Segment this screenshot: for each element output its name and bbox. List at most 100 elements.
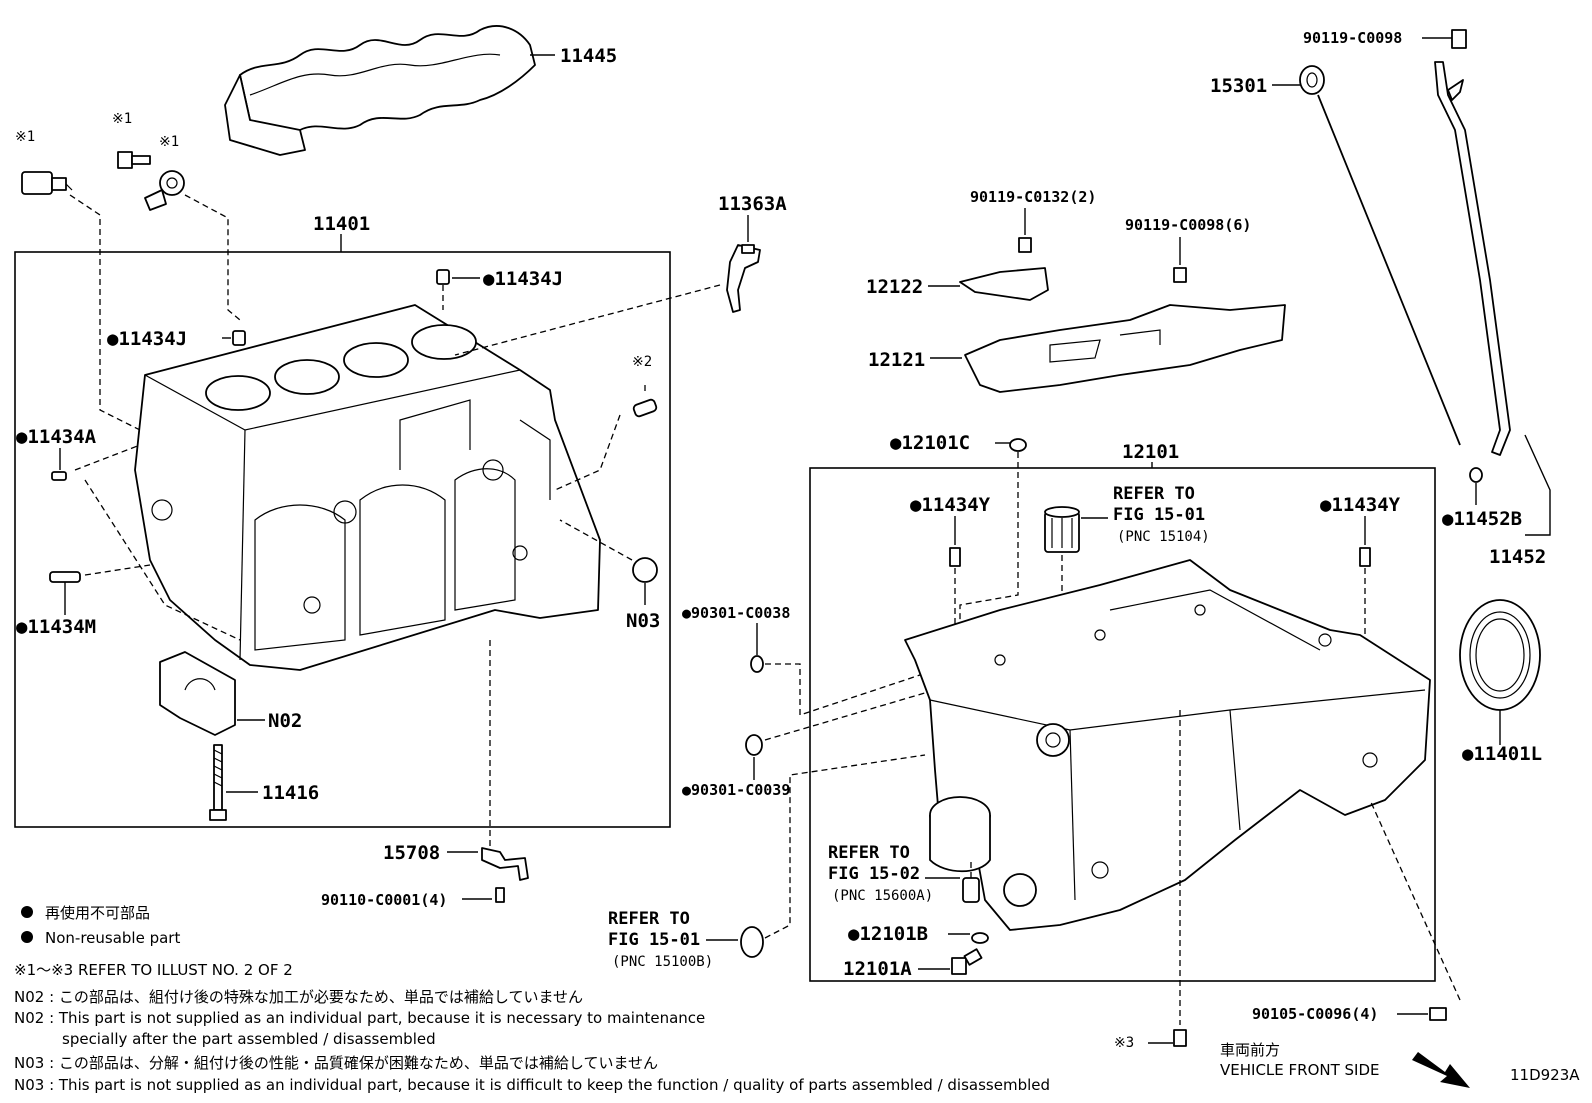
note-n02-en-1: N02 : This part is not supplied as an in… bbox=[14, 1009, 705, 1027]
callout-90119-C0098-top: 90119-C0098 bbox=[1303, 29, 1402, 47]
bolt-star3 bbox=[1173, 1029, 1187, 1047]
o-ring-11452B bbox=[1469, 467, 1483, 483]
legend-jp: 再使用不可部品 bbox=[45, 904, 150, 922]
dash-90301-C0039 bbox=[764, 689, 936, 741]
dash-N03 bbox=[559, 519, 633, 561]
ref-15104-line2: FIG 15-01 bbox=[1113, 505, 1205, 525]
knock-sensor-part bbox=[144, 170, 185, 211]
callout-90110: 90110-C0001(4) bbox=[321, 891, 447, 909]
callout-90119-C0132: 90119-C0132(2) bbox=[970, 188, 1096, 206]
callout-11452: 11452 bbox=[1489, 546, 1546, 568]
note-n02-en-2: specially after the part assembled / dis… bbox=[62, 1030, 436, 1048]
cylinder-block-part bbox=[134, 304, 601, 671]
dash-sensor-left bbox=[69, 194, 161, 441]
dash-12101C bbox=[959, 452, 1019, 640]
callout-11445: 11445 bbox=[560, 45, 617, 67]
oil-pan-12101-part bbox=[904, 559, 1431, 931]
cylinder-block-group-box bbox=[14, 251, 671, 828]
dash-11434M bbox=[84, 564, 151, 576]
bearing-cap-N02-part bbox=[159, 651, 236, 736]
dipstick-15301-part bbox=[1299, 65, 1461, 446]
o-ring-90301-C0039 bbox=[745, 734, 763, 756]
oil-pan-group-box bbox=[809, 467, 1436, 982]
dash-90301-C0038 bbox=[765, 663, 936, 716]
dash-star2 bbox=[554, 414, 621, 491]
bracket-11363A-part bbox=[726, 244, 761, 313]
ref-15100B-line1: REFER TO bbox=[608, 909, 690, 929]
ref-15600A-line2: FIG 15-02 bbox=[828, 864, 920, 884]
note-star3: ※3 bbox=[1114, 1035, 1134, 1051]
diagram-code: 11D923A bbox=[1510, 1066, 1580, 1084]
ref-15100B-line2: FIG 15-01 bbox=[608, 930, 700, 950]
legend-en: Non-reusable part bbox=[45, 929, 180, 947]
pin-11434Y-left bbox=[949, 547, 961, 567]
note-n03-jp: N03 : この部品は、分解・組付け後の性能・品質確保が困難なため、単品では補給… bbox=[14, 1054, 658, 1072]
pin-11434M bbox=[49, 571, 81, 583]
pin-11434Y-right bbox=[1359, 547, 1371, 567]
callout-11452B: ●11452B bbox=[1442, 508, 1522, 530]
o-ring-15100B bbox=[740, 926, 764, 958]
callout-11416: 11416 bbox=[262, 782, 319, 804]
dash-11363A bbox=[454, 284, 721, 356]
callout-12121: 12121 bbox=[868, 349, 925, 371]
callout-11434J-top: ●11434J bbox=[483, 268, 563, 290]
legend-refer: ※1〜※3 REFER TO ILLUST NO. 2 OF 2 bbox=[14, 961, 293, 979]
callout-12101: 12101 bbox=[1122, 441, 1179, 463]
oil-seal-11401L-part bbox=[1459, 599, 1541, 711]
note-star2: ※2 bbox=[632, 354, 652, 370]
bolt-90110-part bbox=[495, 887, 505, 903]
dash-15100B bbox=[764, 754, 926, 939]
note-star1-b: ※1 bbox=[112, 111, 132, 127]
bracket-11452 bbox=[1524, 434, 1551, 536]
callout-90105: 90105-C0096(4) bbox=[1252, 1005, 1378, 1023]
bolt-90119-C0098-6 bbox=[1173, 267, 1187, 283]
front-jp: 車両前方 bbox=[1220, 1041, 1280, 1059]
gasket-12101B bbox=[971, 932, 989, 944]
dipstick-guide-11452-part bbox=[1434, 61, 1511, 456]
callout-90301-C0039: ●90301-C0039 bbox=[682, 781, 790, 799]
ref-15104-line1: REFER TO bbox=[1113, 484, 1195, 504]
dash-knock-sensor bbox=[184, 194, 241, 321]
bolt-90119-C0098-top bbox=[1451, 29, 1467, 49]
bolt-11416-part bbox=[209, 744, 227, 821]
ref-15600A-line3: (PNC 15600A) bbox=[832, 888, 933, 904]
legend-dot-jp bbox=[21, 906, 33, 918]
callout-N03: N03 bbox=[626, 610, 660, 632]
callout-11434M: ●11434M bbox=[16, 616, 96, 638]
gasket-12101C bbox=[1009, 438, 1027, 452]
plug-N03 bbox=[632, 557, 658, 583]
callout-12101A: 12101A bbox=[843, 958, 912, 980]
note-star1-c: ※1 bbox=[159, 134, 179, 150]
callout-11434J-left: ●11434J bbox=[107, 328, 187, 350]
ref-15600A-line1: REFER TO bbox=[828, 843, 910, 863]
callout-11363A: 11363A bbox=[718, 193, 787, 215]
plug-15600A-part bbox=[962, 877, 980, 903]
callout-90301-C0038: ●90301-C0038 bbox=[682, 604, 790, 622]
o-ring-90301-C0038 bbox=[750, 655, 764, 673]
pin-11434A bbox=[51, 471, 67, 481]
ref-15100B-line3: (PNC 15100B) bbox=[612, 954, 713, 970]
callout-90119-C0098-6: 90119-C0098(6) bbox=[1125, 216, 1251, 234]
callout-11434Y-right: ●11434Y bbox=[1320, 494, 1401, 516]
callout-N02: N02 bbox=[268, 710, 302, 732]
callout-15708: 15708 bbox=[383, 842, 440, 864]
bolt-sensor-part bbox=[117, 151, 151, 169]
dash-11434A-lower bbox=[84, 479, 241, 641]
dash-11434A bbox=[74, 444, 141, 471]
callout-11401: 11401 bbox=[313, 213, 370, 235]
bolt-90105-part bbox=[1429, 1007, 1447, 1021]
callout-12101B: ●12101B bbox=[848, 923, 928, 945]
ref-15104-line3: (PNC 15104) bbox=[1117, 529, 1210, 545]
callout-12122: 12122 bbox=[866, 276, 923, 298]
front-en: VEHICLE FRONT SIDE bbox=[1220, 1061, 1380, 1079]
plug-star2 bbox=[632, 398, 658, 418]
strainer-15104-part bbox=[1044, 506, 1080, 553]
note-star1-a: ※1 bbox=[15, 129, 35, 145]
bolt-90119-C0132 bbox=[1018, 237, 1032, 253]
insulator-12121-part bbox=[964, 304, 1286, 393]
drain-plug-12101A-part bbox=[951, 948, 983, 975]
note-n03-en: N03 : This part is not supplied as an in… bbox=[14, 1076, 1050, 1094]
sensor-part-left bbox=[21, 171, 73, 195]
